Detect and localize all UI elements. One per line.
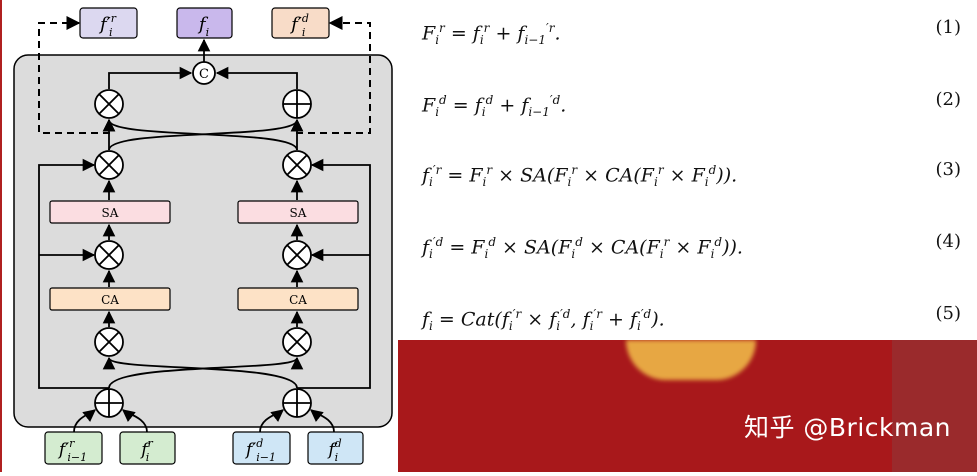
concat-node: C <box>192 61 216 85</box>
watermark-decoration-right <box>892 340 977 472</box>
top-add-node <box>282 89 312 119</box>
watermark-band: 知乎 @Brickman <box>398 340 977 472</box>
svg-text:fri: fri <box>139 437 153 464</box>
svg-text:f′ri: f′ri <box>98 12 117 39</box>
equation-4: fi′d = Fid × SA(Fid × CA(Fir × Fid)). <box>422 235 743 262</box>
svg-text:SA: SA <box>290 206 307 220</box>
svg-text:f′di−1: f′di−1 <box>244 437 276 464</box>
label-sub: i <box>109 26 113 39</box>
label-sup: d <box>302 12 309 25</box>
right-input-add-node <box>282 388 312 418</box>
label-sup: r <box>148 437 154 450</box>
right-sa-box: SA <box>237 200 359 224</box>
equation-number-3: (3) <box>935 159 962 180</box>
dashed-path-left <box>38 16 110 134</box>
output-box-center: fi <box>176 7 233 39</box>
equation-number-5: (5) <box>935 303 962 324</box>
label-sup: r <box>69 437 75 450</box>
svg-text:CA: CA <box>289 293 307 307</box>
watermark-decoration <box>626 340 756 380</box>
equation-1: Fir = fir + fi−1′r. <box>422 21 561 48</box>
label-main: f′ <box>244 440 256 460</box>
svg-text:f′di: f′di <box>289 12 309 39</box>
label-sub: i <box>206 26 210 39</box>
module-panel <box>13 54 393 428</box>
watermark-text: 知乎 @Brickman <box>743 413 951 442</box>
svg-text:CA: CA <box>101 293 119 307</box>
equations-panel: Fir = fir + fi−1′r. (1) Fid = fid + fi−1′d… <box>398 0 977 472</box>
left-ca-box: CA <box>49 287 171 311</box>
label-main: f′ <box>57 440 69 460</box>
label-sub: i <box>146 451 150 464</box>
label-sub: i <box>302 26 306 39</box>
label-main: f <box>139 440 150 460</box>
right-ca-box: CA <box>237 287 359 311</box>
label-sub: i−1 <box>67 451 87 464</box>
label-main: f <box>326 440 337 460</box>
left-sa-box: SA <box>49 200 171 224</box>
right-sa-multiply-node <box>282 150 312 180</box>
label-sub: i <box>335 451 339 464</box>
equation-5: fi = Cat(fi′r × fi′d, fi′r + fi′d). <box>422 307 665 334</box>
dashed-path-right <box>296 16 371 134</box>
right-input-multiply-node <box>282 327 312 357</box>
svg-text:SA: SA <box>102 206 119 220</box>
svg-text:C: C <box>199 67 209 82</box>
equation-number-4: (4) <box>935 231 962 252</box>
top-multiply-node <box>94 89 124 119</box>
equation-number-1: (1) <box>935 17 962 38</box>
equation-3: fi′r = Fir × SA(Fir × CA(Fir × Fid)). <box>422 163 738 190</box>
label-sub: i−1 <box>256 451 276 464</box>
left-input-add-node <box>94 388 124 418</box>
left-sa-multiply-node <box>94 150 124 180</box>
left-input-multiply-node <box>94 327 124 357</box>
equation-2: Fid = fid + fi−1′d. <box>422 93 567 120</box>
svg-text:fdi: fdi <box>326 437 341 464</box>
label-sup: r <box>111 12 117 25</box>
label-main: f′ <box>98 14 111 35</box>
right-ca-multiply-node <box>282 240 312 270</box>
equation-number-2: (2) <box>935 89 962 110</box>
label-sup: d <box>335 437 342 450</box>
label-main: f′ <box>289 14 302 35</box>
svg-text:f′ri−1: f′ri−1 <box>57 437 87 464</box>
label-sup: d <box>256 437 263 450</box>
left-ca-multiply-node <box>94 240 124 270</box>
